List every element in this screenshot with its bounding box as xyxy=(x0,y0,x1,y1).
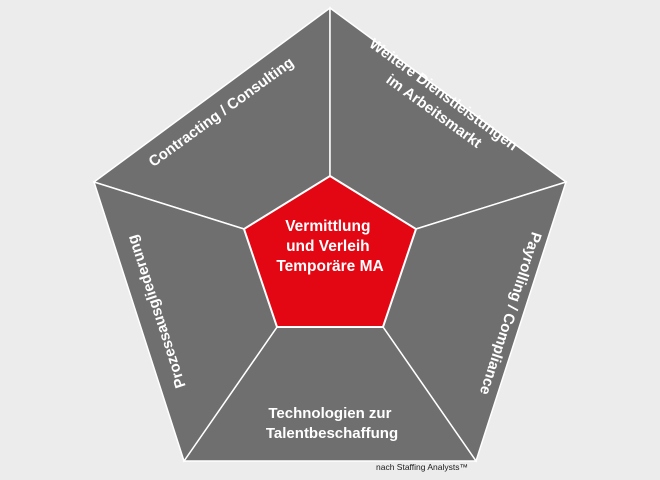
segment-label-line: Talentbeschaffung xyxy=(266,425,398,442)
center-label-line: Temporäre MA xyxy=(276,258,383,275)
center-label-line: und Verleih xyxy=(286,238,370,255)
segment-label-bottom: Technologien zur Talentbeschaffung xyxy=(266,405,398,442)
source-credit: nach Staffing Analysts™ xyxy=(376,462,468,472)
center-label-line: Vermittlung xyxy=(285,218,370,235)
center-pentagon xyxy=(242,174,418,328)
center-label: Vermittlung und Verleih Temporäre MA xyxy=(276,218,383,275)
segment-label-line: Technologien zur xyxy=(268,405,391,422)
